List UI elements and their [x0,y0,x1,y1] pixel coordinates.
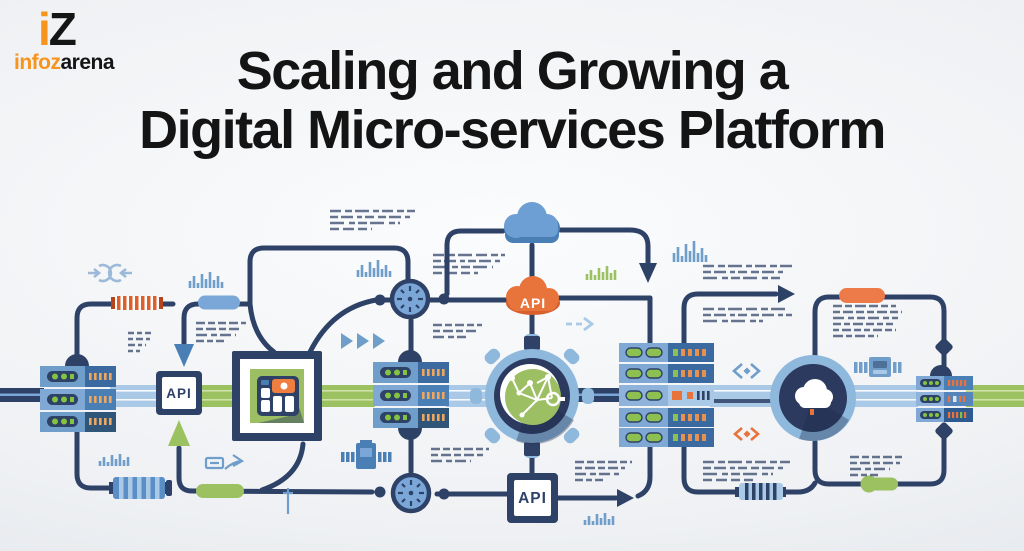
dashboard-frame [232,351,322,441]
cloud-glyph [795,379,833,415]
pipe-green-1 [198,385,234,407]
green-up-arrow [168,420,190,446]
inductor-coil-blue-left [109,477,169,499]
api-cloud-label: API [520,295,546,311]
dashed-arrow-icon [566,316,595,332]
title-line-2: Digital Micro-services Platform [139,100,886,160]
satellite-icon-2 [854,357,902,377]
server-indicator-dashes [89,373,112,425]
page-title: Scaling and Growing a Digital Micro-serv… [0,42,1024,160]
api-gateway-label: API [166,386,192,401]
magnifier-handle [559,397,565,401]
server-rack-4 [916,365,973,422]
text-lines-2 [433,253,505,275]
play-arrows-icon [341,333,385,349]
logo-mark-i: i [38,3,51,55]
pipe-light-blue-3 [710,385,780,407]
text-lines-blocks [128,209,902,482]
api-service-box: API [507,473,558,523]
flow-arrows [168,263,795,507]
inductor-coil-orange [111,296,163,310]
pipe-light-blue-1 [110,385,160,407]
network-nodes [509,374,551,418]
logo-mark-z: Z [48,3,77,55]
server-rack-2 [373,350,449,440]
text-lines-7 [833,304,902,338]
down-arrow-to-api-gateway [174,344,194,367]
code-icon-blue [732,363,761,379]
bar-chart-icon-3 [98,454,130,466]
text-lines-10 [703,460,790,482]
text-lines-5 [703,264,792,280]
pipe-green-2 [318,385,375,407]
text-lines-12 [433,323,482,339]
right-arrow-top [778,285,795,303]
bar-chart-icon-green [585,266,617,280]
cloud-circle-icon [770,355,856,442]
logo-mark: iZ [38,6,114,52]
logo-word-infoz: infoz [14,51,61,74]
api-cloud: API [506,276,560,315]
text-lines-4 [128,331,152,353]
cloud-icon-top [504,202,560,243]
server-rack-1 [40,354,116,432]
text-lines-8 [850,455,902,477]
right-arrow-bottom [617,489,634,507]
pipe-capsule-blue [198,295,240,310]
down-arrow-to-server [639,263,657,283]
gear-node-top [392,281,428,317]
pipe-light-blue-4 [850,385,918,407]
api-gateway-box: API [156,371,202,415]
server-led-pills [47,371,78,427]
pipe-capsule-green-right [860,475,898,493]
logo-wordmark: infozarena [14,51,115,74]
api-service-label: API [518,490,547,507]
bar-chart-icon-4 [583,513,615,525]
junction-dots [374,293,953,500]
text-lines-6 [703,307,792,323]
bar-chart-icon-1 [188,272,224,288]
pipe-capsule-green-left [196,484,244,498]
bar-chart-icon-2 [356,260,392,277]
pipe-navy-2 [574,388,622,402]
network-graph [511,373,553,416]
sync-icons [88,263,132,283]
send-icon [204,454,245,470]
pipe-green-3 [966,385,1024,407]
text-lines-9 [431,447,489,463]
satellite-icon-1 [341,440,392,469]
gear-node-bottom [393,475,429,511]
inductor-coil-blue-right [735,483,786,500]
title-line-1: Scaling and Growing a [236,41,789,101]
server-rack-3 [618,342,715,448]
text-lines-11 [575,460,632,482]
logo: iZ infozarena [14,6,115,74]
pipe-capsule-orange-right [839,288,885,303]
text-lines-3 [196,321,246,343]
logo-word-arena: arena [60,51,115,74]
code-icon-orange [733,427,760,441]
dagger-icon [283,488,293,514]
connector-lines [74,227,947,501]
network-globe-icon [470,334,594,458]
dashboard-icon [257,376,299,416]
text-lines-1 [330,209,415,231]
bar-chart-icon-5 [672,241,708,262]
